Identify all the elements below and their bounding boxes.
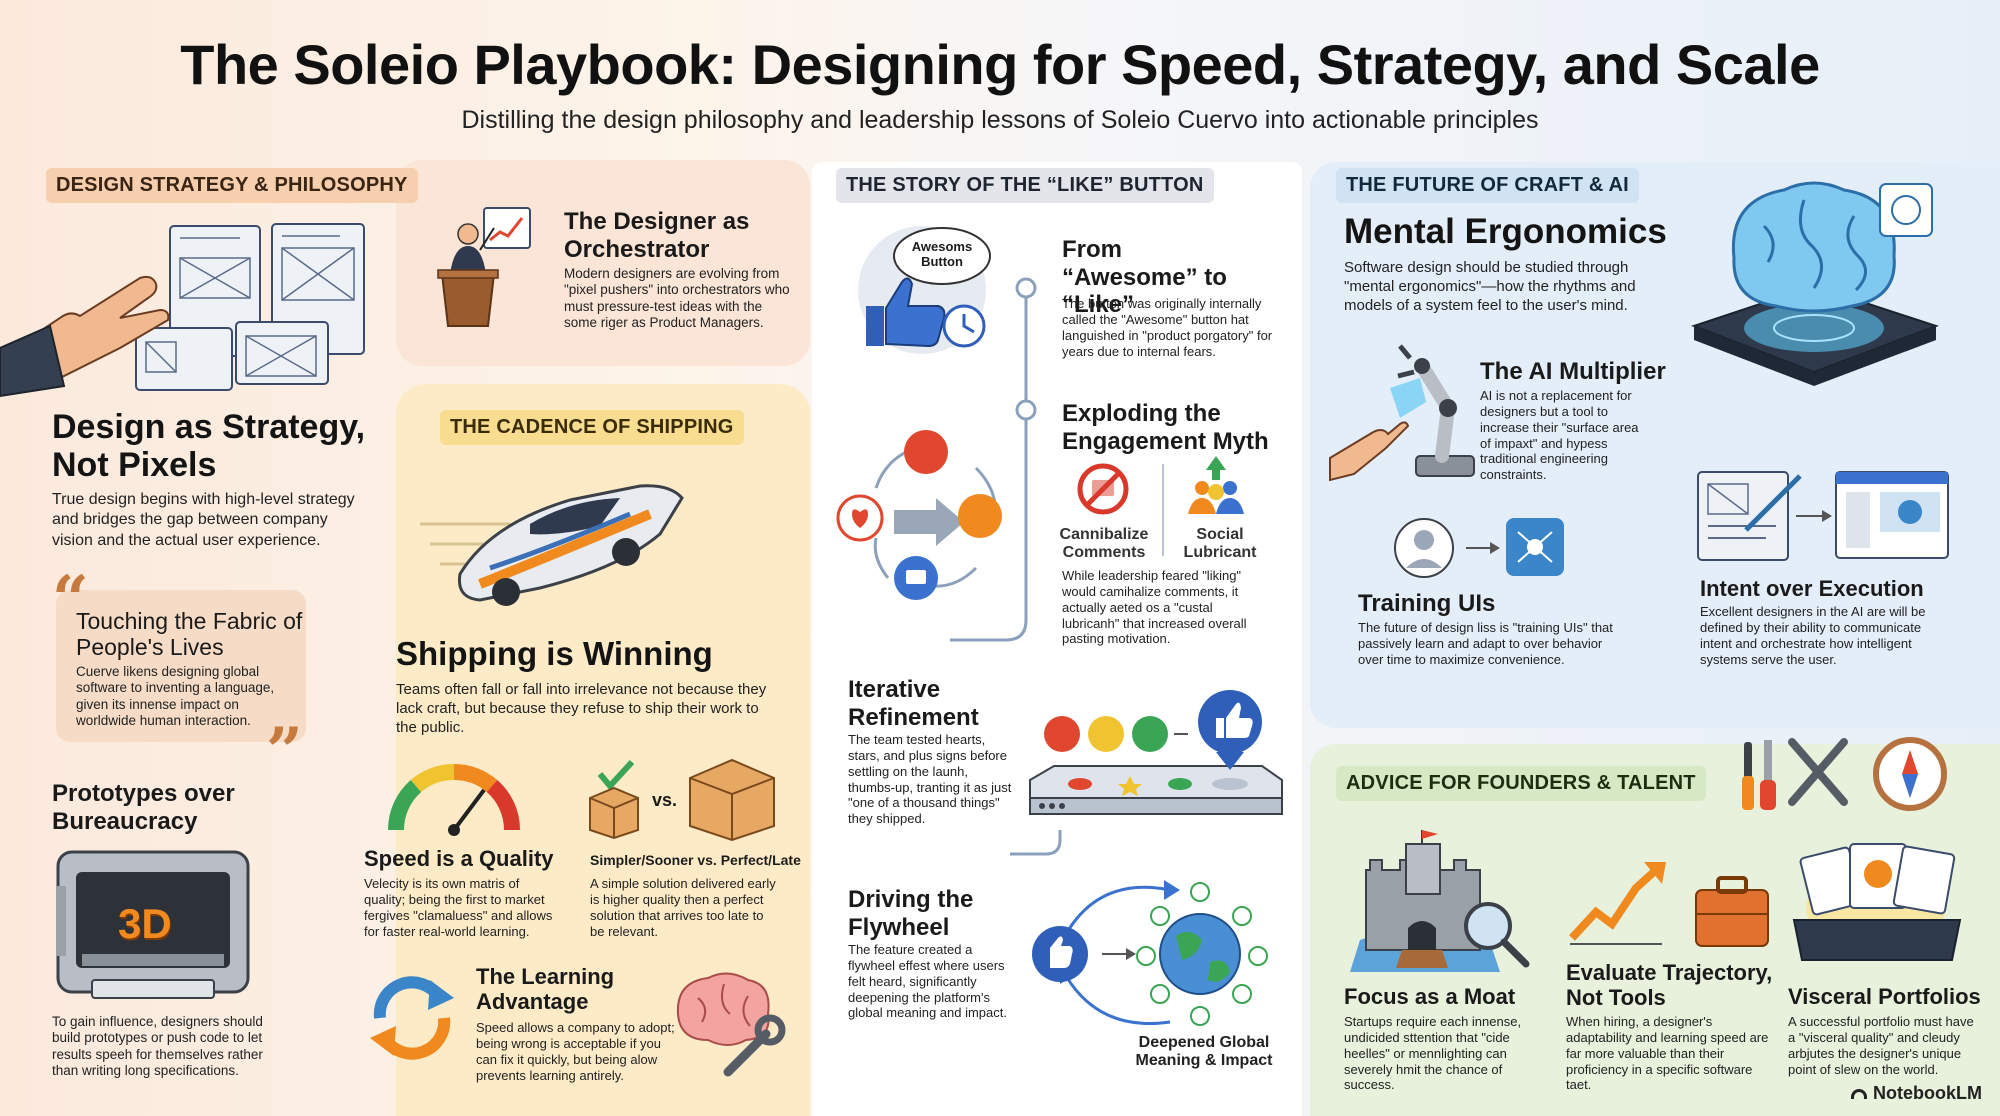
castle-magnifier-icon	[1350, 830, 1530, 972]
brain-wrench-icon	[676, 972, 786, 1077]
reaction-bar-icon	[1029, 690, 1283, 815]
myth-body: While leadership feared "liking" would c…	[1062, 568, 1247, 647]
notebooklm-logo-icon	[1851, 1089, 1868, 1099]
training-title: Training UIs	[1358, 590, 1496, 617]
training-body: The future of design liss is "training U…	[1358, 620, 1613, 667]
iterative-title: Iterative Refinement	[848, 676, 979, 731]
brand-label: NotebookLM	[1873, 1083, 1982, 1103]
flywheel-globe-icon	[1032, 880, 1268, 1026]
cannibalize-label: Cannibalize Comments	[1059, 526, 1149, 561]
speed-body: Velecity is its own matris of quality; b…	[364, 876, 553, 939]
myth-divider	[1162, 464, 1164, 556]
learning-body: Speed allows a company to adopt; being w…	[476, 1020, 675, 1083]
race-car-icon	[420, 484, 684, 606]
ergonomics-title: Mental Ergonomics	[1344, 212, 1667, 251]
page-subtitle: Distilling the design philosophy and lea…	[461, 106, 1539, 134]
portfolio-title: Visceral Portfolios	[1788, 984, 1981, 1009]
speed-gauge-icon	[387, 763, 521, 836]
ai-body: AI is not a replacement for designers bu…	[1480, 388, 1639, 483]
intent-title: Intent over Execution	[1700, 576, 1924, 601]
strategy-body: True design begins with high-level strat…	[52, 491, 355, 549]
hand-wireframes-icon	[0, 223, 365, 398]
design-strategy-tag: DESIGN STRATEGY & PHILOSOPHY	[46, 168, 418, 203]
fabric-title: Touching the Fabric of People's Lives	[76, 608, 303, 661]
large-box-icon	[689, 758, 775, 842]
speed-title: Speed is a Quality	[364, 846, 554, 871]
robot-arm-hand-icon	[1329, 344, 1475, 482]
timeline-connector	[950, 277, 1062, 856]
3d-printer-label: 3D	[118, 900, 172, 947]
awesome-title: From “Awesome” to “Like”	[1062, 236, 1227, 319]
prototypes-title: Prototypes over Bureaucracy	[52, 780, 235, 835]
no-comments-icon	[1077, 463, 1129, 515]
orchestrator-body: Modern designers are evolving from "pixe…	[564, 266, 790, 331]
conductor-podium-icon	[437, 207, 531, 327]
trajectory-body: When hiring, a designer's adaptability a…	[1566, 1014, 1769, 1093]
wireframe-to-ui-icon	[1697, 471, 1949, 561]
fabric-quote-card	[56, 590, 306, 742]
simpler-title: Simpler/Sooner vs. Perfect/Late	[590, 852, 801, 868]
global-impact-label: Deepened Global Meaning & Impact	[1135, 1034, 1273, 1070]
portfolio-body: A successful portfolio must have a "visc…	[1788, 1014, 1974, 1077]
strategy-title: Design as Strategy, Not Pixels	[52, 408, 366, 485]
engagement-cycle-icon	[836, 430, 1002, 600]
shipping-title: Shipping is Winning	[396, 635, 713, 672]
intent-body: Excellent designers in the AI are will b…	[1700, 604, 1926, 667]
simpler-body: A simple solution delivered early is hig…	[590, 876, 776, 939]
myth-title: Exploding the Engagement Myth	[1062, 400, 1269, 455]
open-quote-icon: “	[52, 562, 89, 637]
ai-title: The AI Multiplier	[1480, 358, 1666, 385]
refresh-cycle-icon	[370, 976, 454, 1060]
awesome-body: The button was originally internally cal…	[1062, 296, 1273, 359]
ai-brain-platform-icon	[1691, 181, 1940, 386]
flywheel-body: The feature created a flywheel effest wh…	[848, 942, 1007, 1021]
ergonomics-body: Software design should be studied throug…	[1344, 259, 1636, 315]
orchestrator-title: The Designer as Orchestrator	[564, 208, 750, 263]
learning-title: The Learning Advantage	[476, 964, 615, 1015]
tools-compass-icon	[1742, 737, 1947, 811]
moat-body: Startups require each innense, undicided…	[1344, 1014, 1522, 1093]
notebooklm-brand: NotebookLM	[1851, 1083, 1982, 1104]
close-quote-icon: ”	[266, 714, 303, 789]
lubricant-label: Social Lubricant	[1183, 526, 1257, 561]
social-group-icon	[1188, 456, 1244, 514]
advice-tag: ADVICE FOR FOUNDERS & TALENT	[1336, 766, 1706, 801]
prototypes-body: To gain influence, designers should buil…	[52, 1014, 263, 1079]
small-box-check-icon	[589, 759, 639, 840]
fabric-body: Cuerve likens designing global software …	[76, 664, 275, 729]
awesome-bubble-text: Awesoms Button	[911, 239, 973, 269]
iterative-body: The team tested hearts, stars, and plus …	[848, 732, 1012, 827]
future-tag: THE FUTURE OF CRAFT & AI	[1336, 168, 1639, 203]
simpler-vs-label: vs.	[652, 790, 678, 810]
like-story-tag: THE STORY OF THE “LIKE” BUTTON	[836, 168, 1214, 203]
moat-title: Focus as a Moat	[1344, 984, 1516, 1009]
shipping-body: Teams often fall or fall into irrelevanc…	[396, 681, 767, 737]
trajectory-title: Evaluate Trajectory, Not Tools	[1566, 960, 1773, 1011]
user-to-network-icon	[1394, 518, 1564, 578]
flywheel-title: Driving the Flywheel	[848, 886, 974, 941]
page-title: The Soleio Playbook: Designing for Speed…	[180, 33, 1820, 96]
thumbs-up-clock-icon	[858, 226, 991, 354]
3d-printer-icon	[56, 850, 250, 999]
glowing-portfolio-icon	[1792, 843, 1962, 961]
cadence-tag: THE CADENCE OF SHIPPING	[440, 410, 744, 445]
growth-chart-briefcase-icon	[1569, 862, 1769, 947]
